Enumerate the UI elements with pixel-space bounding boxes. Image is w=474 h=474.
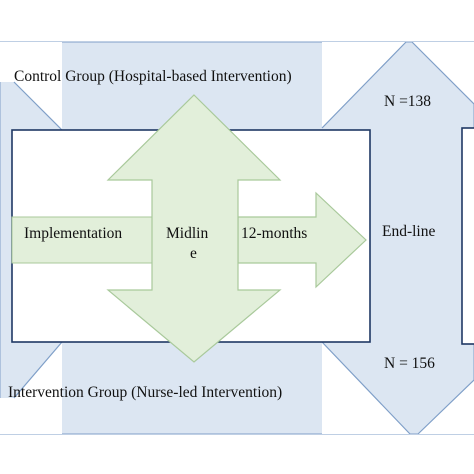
intervention-group-label: Intervention Group (Nurse-led Interventi… [8, 384, 283, 401]
control-sample-size: N =138 [384, 93, 432, 110]
bottom-right-corner-edge [417, 379, 474, 435]
top-left-chevron [0, 42, 62, 130]
top-left-chevron-edge [13, 81, 63, 131]
top-right-chevron-edge [321, 41, 407, 129]
right-side-box [461, 127, 474, 345]
twelve-months-arrow [237, 191, 367, 289]
bottom-left-chevron [0, 342, 62, 434]
bottom-left-chevron-edge [13, 341, 63, 399]
implementation-label: Implementation [24, 225, 123, 242]
end-line-label: End-line [382, 223, 436, 240]
implementation-band [11, 216, 155, 264]
midline-double-arrow [106, 94, 282, 363]
top-right-corner-edge [411, 41, 474, 105]
intervention-sample-size: N = 156 [384, 355, 435, 372]
midline-label-part1: Midlin [166, 225, 209, 242]
bottom-right-chevron-edge [321, 341, 411, 435]
midline-label-part2: e [190, 245, 197, 262]
control-group-label: Control Group (Hospital-based Interventi… [14, 68, 292, 85]
twelve-months-label: 12-months [241, 225, 308, 242]
